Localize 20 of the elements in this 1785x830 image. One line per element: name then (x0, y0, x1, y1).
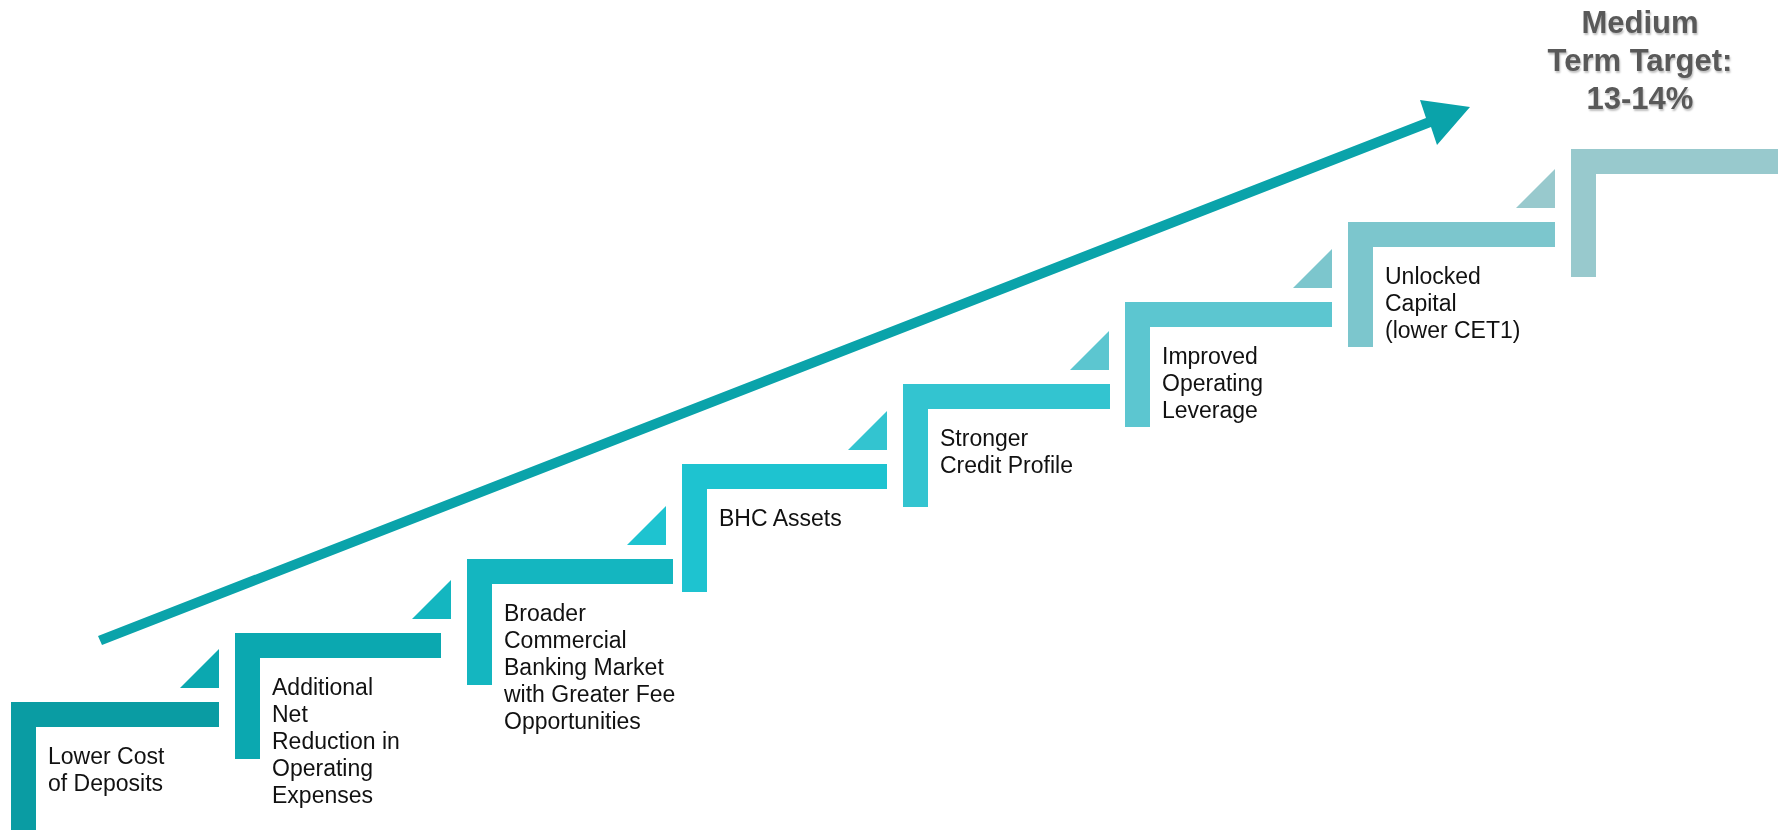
step-block (11, 702, 219, 830)
step-block (682, 464, 887, 592)
step-label: Unlocked Capital (lower CET1) (1385, 263, 1522, 344)
step-arrow (1070, 331, 1109, 370)
step-block (903, 384, 1110, 507)
step-label: Stronger Credit Profile (940, 425, 1074, 479)
step-arrow (412, 580, 451, 619)
step-arrow (1516, 169, 1555, 208)
step-label: Improved Operating Leverage (1162, 343, 1264, 424)
step-arrow (627, 506, 666, 545)
target-heading: Medium Term Target: 13-14% (1546, 4, 1734, 118)
step-block (1348, 222, 1555, 347)
step-arrow (180, 649, 219, 688)
step-label: Lower Cost of Deposits (48, 743, 166, 797)
step-arrow (848, 411, 887, 450)
step-label: BHC Assets (719, 505, 843, 532)
step-arrow (1293, 249, 1332, 288)
step-label: Additional Net Reduction in Operating Expenses (272, 674, 401, 809)
step-label: Broader Commercial Banking Market with Greater Fee Opportunities (504, 600, 677, 735)
step-block (1125, 302, 1332, 427)
